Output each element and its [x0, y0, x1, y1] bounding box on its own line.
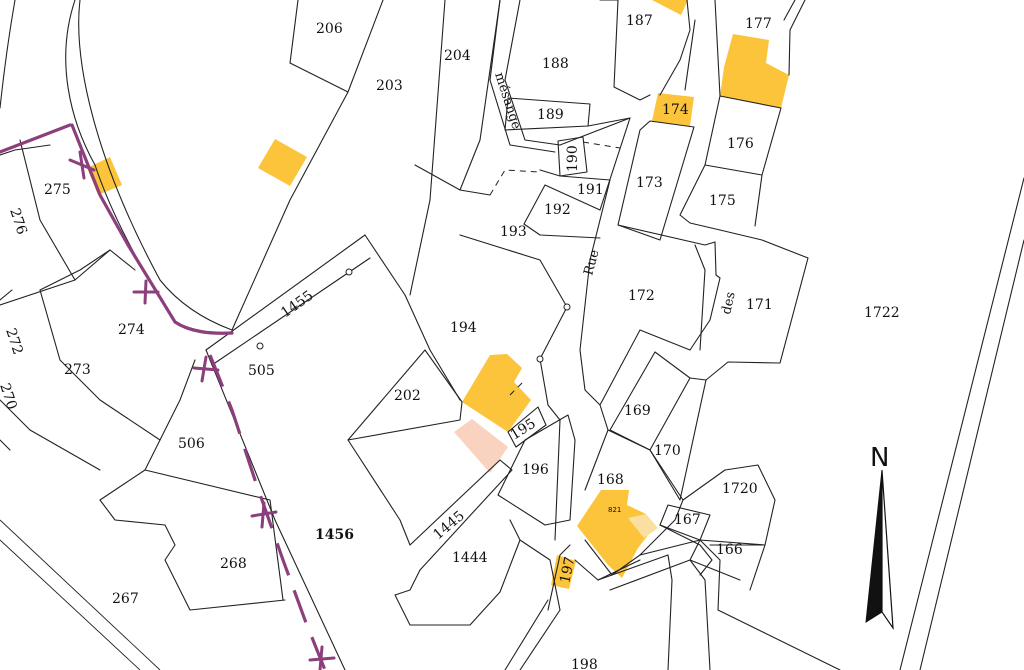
north-letter: N [870, 443, 889, 473]
street-des: des [719, 291, 738, 316]
parcel-190: 190 [565, 145, 581, 172]
parcel-276: 276 [6, 206, 30, 236]
survey-markers [256, 268, 571, 363]
parcel-174: 174 [662, 102, 689, 118]
parcel-268: 268 [220, 556, 247, 572]
building-195a[interactable] [462, 354, 531, 432]
parcel-273: 273 [64, 362, 91, 378]
parcel-177: 177 [745, 16, 772, 32]
parcel-176: 176 [727, 136, 754, 152]
parcel-170: 170 [654, 443, 681, 459]
building-168[interactable] [577, 490, 652, 578]
parcel-167: 167 [674, 512, 701, 528]
parcel-168: 168 [597, 472, 624, 488]
parcel-172: 172 [628, 288, 655, 304]
building-195-pink[interactable] [454, 419, 508, 473]
parcel-171: 171 [746, 297, 773, 313]
parcel-1720: 1720 [722, 481, 758, 497]
parcel-506: 506 [178, 436, 205, 452]
parcel-166: 166 [716, 542, 743, 558]
parcel-274: 274 [118, 322, 145, 338]
parcel-173: 173 [636, 175, 663, 191]
building-203[interactable] [258, 139, 307, 186]
parcel-194: 194 [450, 320, 477, 336]
street-rue: Rue [581, 248, 602, 277]
parcel-187: 187 [626, 13, 653, 29]
parcel-192: 192 [544, 202, 571, 218]
parcel-169: 169 [624, 403, 651, 419]
parcel-1456: 1456 [315, 527, 354, 543]
parcel-1455: 1455 [278, 288, 316, 322]
parcel-labels: 206 204 203 188 187 177 189 174 176 190 … [0, 13, 900, 670]
parcel-1444: 1444 [452, 550, 488, 566]
parcel-270: 270 [0, 381, 20, 411]
commune-boundary [0, 123, 336, 670]
parcel-1722: 1722 [864, 305, 900, 321]
parcel-197: 197 [557, 555, 578, 584]
parcel-198: 198 [571, 657, 598, 670]
street-labels: mésange Rue des [491, 71, 738, 316]
parcel-204: 204 [444, 48, 471, 64]
parcel-196: 196 [522, 462, 549, 478]
parcel-193: 193 [500, 224, 527, 240]
parcel-188: 188 [542, 56, 569, 72]
parcel-189: 189 [537, 107, 564, 123]
building-174[interactable] [652, 93, 694, 126]
parcel-191: 191 [577, 182, 604, 198]
building-187[interactable] [652, 0, 688, 15]
parcel-505: 505 [248, 363, 275, 379]
parcel-206: 206 [316, 21, 343, 37]
parcel-267: 267 [112, 591, 139, 607]
building-number-821: 821 [608, 506, 621, 514]
parcel-275: 275 [44, 182, 71, 198]
parcel-272: 272 [2, 326, 25, 356]
building-197[interactable] [551, 555, 576, 589]
building-177[interactable] [720, 34, 789, 108]
parcel-203: 203 [376, 78, 403, 94]
north-arrow-icon: N [865, 443, 894, 631]
building-168-light[interactable] [628, 514, 658, 538]
dashed-limits [489, 141, 621, 396]
buildings [87, 0, 789, 589]
parcel-202: 202 [394, 388, 421, 404]
parcel-175: 175 [709, 193, 736, 209]
